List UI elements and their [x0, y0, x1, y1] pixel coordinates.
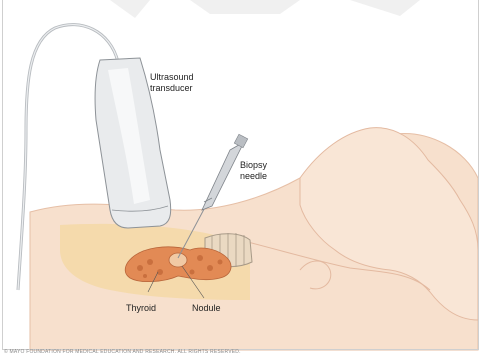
needle-label: Biopsy needle: [240, 160, 267, 182]
thyroid-label: Thyroid: [126, 303, 156, 314]
copyright-notice: © MAYO FOUNDATION FOR MEDICAL EDUCATION …: [4, 349, 241, 355]
nodule-label: Nodule: [192, 303, 221, 314]
transducer-label: Ultrasound transducer: [150, 72, 194, 94]
